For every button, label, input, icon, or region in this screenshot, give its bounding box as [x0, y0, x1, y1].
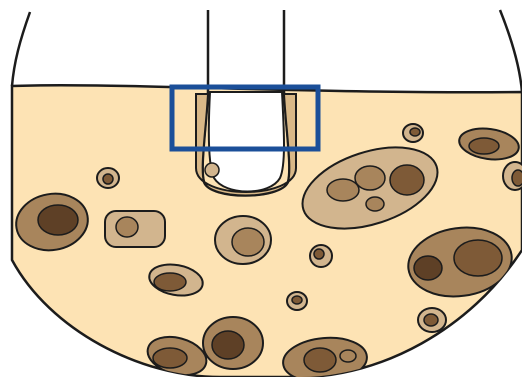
- cell-small-3-nucleus-1: [292, 296, 302, 304]
- pipette: [196, 10, 296, 196]
- cell-oval-right-nucleus-1: [469, 138, 499, 154]
- dish-wall-right: [500, 10, 522, 92]
- cell-right-edge: [503, 162, 522, 190]
- cell-round-mid-nucleus-1: [232, 228, 264, 256]
- aspirated-cell: [205, 163, 219, 177]
- cell-small-1: [97, 168, 119, 188]
- cell-bottom-far-nucleus-1: [424, 314, 438, 326]
- cell-small-4: [403, 124, 423, 142]
- cell-right-large-nucleus-1: [414, 256, 442, 280]
- cell-big-cluster-nucleus-1: [327, 179, 359, 201]
- cell-big-cluster-nucleus-4: [366, 197, 384, 211]
- cell-small-2-nucleus-1: [314, 249, 324, 259]
- cell-rect-nucleus-1: [116, 217, 138, 237]
- cell-oval-low-nucleus-1: [154, 273, 186, 291]
- cell-bottom-mid: [203, 317, 263, 369]
- cell-big-cluster-nucleus-2: [355, 166, 385, 190]
- cell-rect: [105, 211, 165, 247]
- cell-small-2: [310, 245, 332, 267]
- cell-bottom-right-nucleus-1: [304, 348, 336, 372]
- cell-bottom-mid-nucleus-1: [212, 331, 244, 359]
- cell-small-3: [287, 292, 307, 310]
- cell-round-mid: [215, 216, 271, 264]
- cell-bottom-left-nucleus-1: [153, 348, 187, 368]
- cell-big-cluster-nucleus-3: [390, 165, 424, 195]
- cell-left-large-nucleus-1: [38, 205, 78, 235]
- pipette-lumen: [209, 92, 284, 192]
- cell-bottom-far: [418, 308, 446, 332]
- cell-right-edge-nucleus-1: [512, 170, 522, 186]
- cell-bottom-right-nucleus-2: [340, 350, 356, 362]
- dish-wall-left: [12, 12, 30, 86]
- cell-right-large-nucleus-2: [454, 240, 502, 276]
- cell-small-4-nucleus-1: [410, 128, 420, 136]
- cell-small-1-nucleus-1: [103, 174, 113, 184]
